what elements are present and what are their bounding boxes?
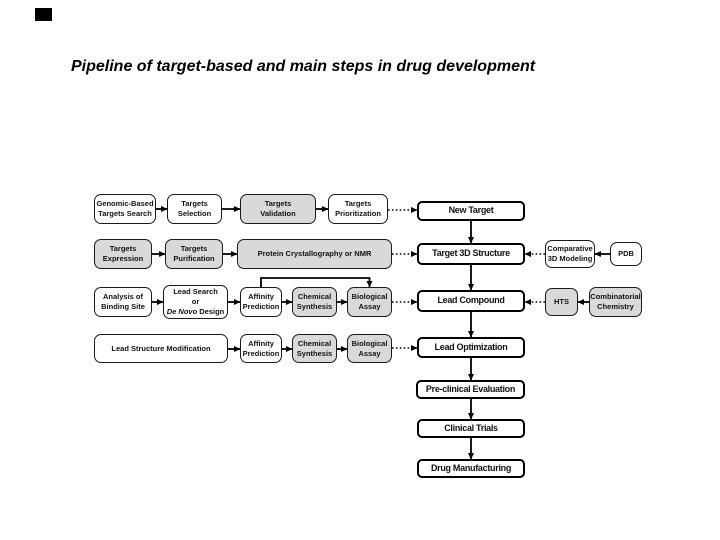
node-label-line: Genomic-Based xyxy=(96,199,154,209)
node-label-line: Prediction xyxy=(242,302,280,311)
node-pdb: PDB xyxy=(610,242,642,266)
node-label-line: Synthesis xyxy=(296,302,333,311)
node-label-line: Drug Manufacturing xyxy=(430,462,512,473)
node-label-line: Combinatorial xyxy=(590,292,641,302)
node-label-line: Biological xyxy=(351,292,388,302)
node-label-line: Affinity xyxy=(248,338,274,348)
node-label-line: Assay xyxy=(358,302,381,311)
node-lead-structure-modification: Lead Structure Modification xyxy=(94,334,228,363)
node-label-line: Prioritization xyxy=(335,209,381,218)
node-label-line: Clinical Trials xyxy=(444,422,498,433)
node-label-line: Chemical xyxy=(297,338,332,348)
node-label-line: 3D Modeling xyxy=(547,254,593,263)
arrow-affinity-prediction-1-to-biological-assay-1 xyxy=(260,277,373,288)
node-label-line: Validation xyxy=(260,209,296,218)
node-label-line: Protein Crystallography or NMR xyxy=(257,249,372,259)
node-label-line: Selection xyxy=(177,209,212,218)
node-label-line: Targets xyxy=(109,244,137,254)
node-label-line: HTS xyxy=(554,297,569,307)
node-label-line: Analysis of xyxy=(102,292,143,302)
node-label-line: PDB xyxy=(618,249,634,259)
node-label-line: Prediction xyxy=(242,348,280,358)
node-label-line: Affinity xyxy=(248,292,274,302)
node-label-line: Lead Search xyxy=(173,287,218,297)
node-label-line: Binding Site xyxy=(101,302,145,311)
node-label-line: New Target xyxy=(448,205,494,216)
node-label-line: Biological xyxy=(351,338,388,348)
node-protein-crystallography: Protein Crystallography or NMR xyxy=(237,239,392,269)
node-label-line: Chemistry xyxy=(597,302,634,311)
node-label-line: Targets xyxy=(264,199,292,209)
node-target-3d-structure: Target 3D Structure xyxy=(417,243,525,265)
node-drug-manufacturing: Drug Manufacturing xyxy=(417,459,525,478)
node-label-line: Targets xyxy=(344,199,372,209)
node-label-line: De Novo Design xyxy=(166,306,225,316)
node-lead-optimization: Lead Optimization xyxy=(417,337,525,358)
node-pre-clinical-evaluation: Pre-clinical Evaluation xyxy=(416,380,525,399)
node-label-line: Targets xyxy=(180,244,208,254)
node-label-line: or xyxy=(191,297,200,307)
node-label-line: Targets Search xyxy=(98,209,152,218)
node-label-line: Lead Optimization xyxy=(434,341,508,352)
node-label-line: Lead Compound xyxy=(437,295,505,306)
node-clinical-trials: Clinical Trials xyxy=(417,419,525,438)
slide-corner-mark xyxy=(35,8,52,21)
node-label-line: Target 3D Structure xyxy=(432,248,510,259)
node-lead-compound: Lead Compound xyxy=(417,290,525,312)
node-new-target: New Target xyxy=(417,201,525,221)
node-hts: HTS xyxy=(545,288,578,316)
node-label-line: Expression xyxy=(102,254,144,263)
node-label-line: Comparative xyxy=(547,244,593,254)
node-label-line: Targets xyxy=(181,199,208,209)
node-label-line: Synthesis xyxy=(296,348,333,358)
slide-title: Pipeline of target-based and main steps … xyxy=(71,58,536,75)
node-label-line: Chemical xyxy=(297,292,332,302)
node-label-line: Pre-clinical Evaluation xyxy=(425,383,516,394)
node-label-line: Purification xyxy=(173,254,215,263)
node-label-line: Lead Structure Modification xyxy=(111,343,211,353)
node-label-line: Assay xyxy=(358,348,381,358)
